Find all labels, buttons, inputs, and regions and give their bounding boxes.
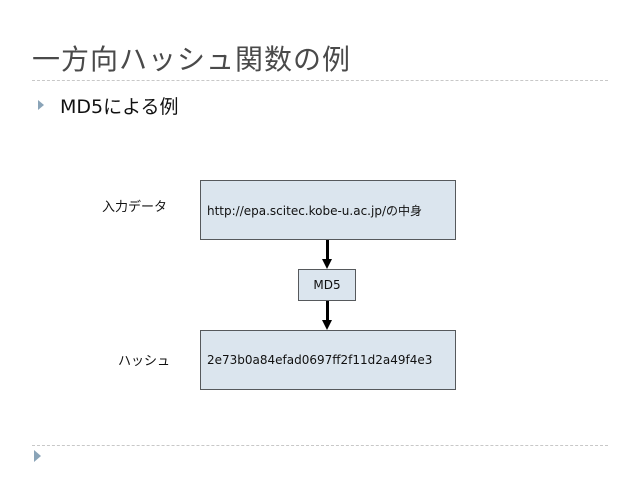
input-box: http://epa.scitec.kobe-u.ac.jp/の中身 <box>200 180 456 240</box>
slide-title: 一方向ハッシュ関数の例 <box>32 43 352 76</box>
bullet-triangle-icon <box>38 100 44 110</box>
arrow-head-md5-to-hash <box>322 320 332 330</box>
title-divider <box>32 80 608 81</box>
hash-box: 2e73b0a84efad0697ff2f11d2a49f4e3 <box>200 330 456 390</box>
arrow-shaft-md5-to-hash <box>326 301 329 320</box>
input-value: http://epa.scitec.kobe-u.ac.jp/の中身 <box>207 203 422 218</box>
footer-triangle-icon <box>34 450 41 462</box>
bullet-item: MD5による例 <box>38 92 179 118</box>
md5-box: MD5 <box>298 269 356 301</box>
footer-divider <box>32 445 608 446</box>
input-label: 入力データ <box>102 200 168 215</box>
output-label: ハッシュ <box>118 354 171 369</box>
md5-label: MD5 <box>313 278 341 292</box>
arrow-shaft-input-to-md5 <box>326 240 329 259</box>
arrow-head-input-to-md5 <box>322 259 332 269</box>
bullet-text: MD5による例 <box>60 95 179 118</box>
hash-value: 2e73b0a84efad0697ff2f11d2a49f4e3 <box>207 353 433 367</box>
